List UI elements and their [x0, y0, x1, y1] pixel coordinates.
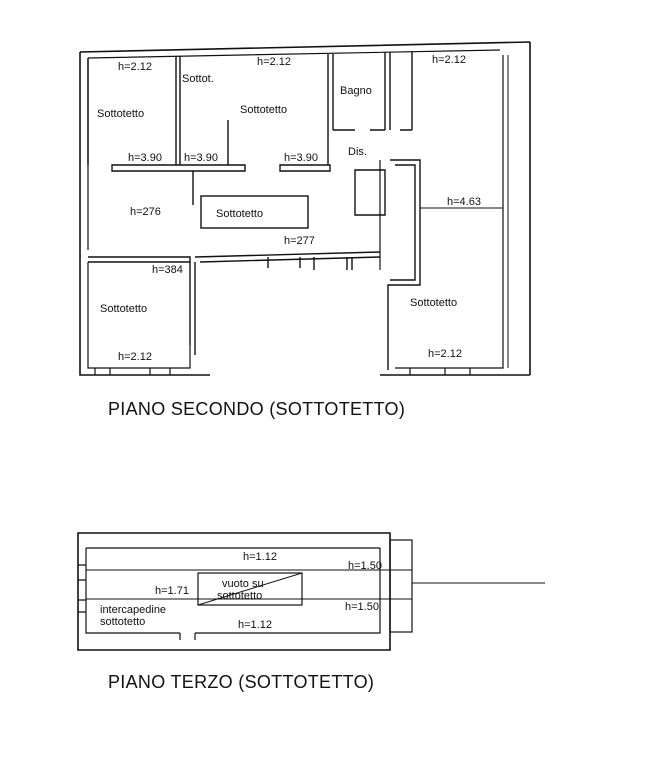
label-tr-height: h=2.12 [432, 54, 466, 66]
label-room-bl: Sottotetto [100, 303, 147, 315]
third-floor-plan: h=1.12 h=1.50 h=1.71 vuoto su sottotetto… [77, 532, 545, 692]
label-third-right-bot-h: h=1.50 [345, 601, 379, 613]
label-h463: h=4.63 [447, 196, 481, 208]
label-tl-height: h=2.12 [118, 61, 152, 73]
outer-wall [79, 41, 531, 376]
partition-390 [111, 164, 246, 172]
label-h390-b: h=3.90 [184, 152, 218, 164]
label-h390-c: h=3.90 [284, 152, 318, 164]
label-gap-2: sottotetto [100, 616, 145, 628]
step-wall [194, 251, 381, 263]
third-right-bay [389, 539, 413, 633]
caption-second-floor: PIANO SECONDO (SOTTOTETTO) [108, 399, 405, 419]
label-third-top-h: h=1.12 [243, 551, 277, 563]
label-bagno: Bagno [340, 85, 372, 97]
room-mid-walls [327, 54, 334, 165]
room-bl-walls [88, 256, 196, 355]
central-box [200, 195, 309, 229]
bottom-ticks [94, 368, 471, 375]
step-ticks [267, 257, 353, 270]
dis-walls [354, 159, 421, 370]
label-h277: h=277 [284, 235, 315, 247]
label-void-2: sottotetto [217, 590, 262, 602]
label-void-1: vuoto su [222, 578, 264, 590]
third-inner-wall [85, 547, 381, 634]
label-bl-height: h=2.12 [118, 351, 152, 363]
third-hatch [78, 564, 196, 640]
label-sottot: Sottot. [182, 73, 214, 85]
label-tm-height: h=2.12 [257, 56, 291, 68]
partition-390-b [279, 164, 331, 172]
void-box [197, 572, 303, 606]
label-h390-a: h=3.90 [128, 152, 162, 164]
label-third-left-h: h=1.71 [155, 585, 189, 597]
void-diagonal [197, 572, 303, 606]
label-central-box: Sottotetto [216, 208, 263, 220]
third-long-lines [86, 569, 545, 600]
label-room-br: Sottotetto [410, 297, 457, 309]
label-third-right-top-h: h=1.50 [348, 560, 382, 572]
label-br-height: h=2.12 [428, 348, 462, 360]
room-tl-walls [87, 56, 181, 165]
label-room-left: Sottotetto [97, 108, 144, 120]
caption-third-floor: PIANO TERZO (SOTTOTETTO) [108, 672, 374, 692]
third-outer-wall [77, 532, 391, 651]
label-gap-1: intercapedine [100, 604, 166, 616]
label-third-bot-h: h=1.12 [238, 619, 272, 631]
label-dis: Dis. [348, 146, 367, 158]
second-floor-plan: h=2.12 Sottot. h=2.12 Bagno h=2.12 Sotto… [79, 41, 531, 419]
label-room-mid: Sottotetto [240, 104, 287, 116]
label-h276: h=276 [130, 206, 161, 218]
label-h384: h=384 [152, 264, 183, 276]
bagno-walls [333, 52, 413, 131]
